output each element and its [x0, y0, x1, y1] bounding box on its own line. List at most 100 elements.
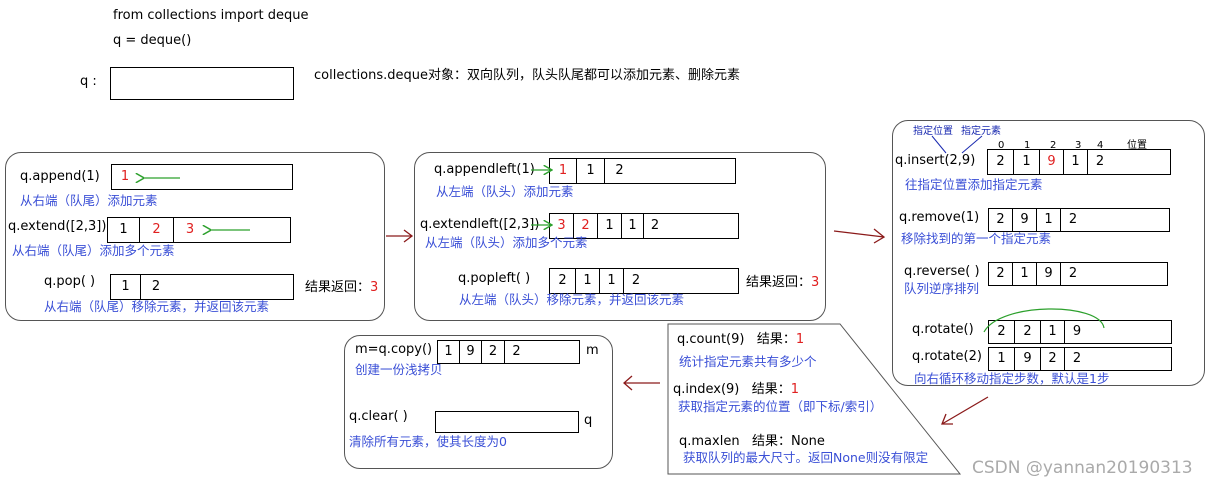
var-m: m: [586, 343, 599, 358]
code-remove: q.remove(1): [899, 210, 980, 225]
deque-clear-empty: [435, 411, 579, 433]
flow-arrow-icon: [833, 228, 886, 244]
deque-cell: 1: [120, 169, 130, 184]
deque-extendleft: 3 2 1 1 2: [549, 213, 739, 239]
desc-remove: 移除找到的第一个指定元素: [901, 231, 1052, 246]
deque-cell: 1: [600, 269, 624, 293]
deque-cell: 9: [1013, 209, 1037, 231]
maxlen-result-label: 结果：: [751, 434, 791, 449]
deque-cell: 2: [1095, 154, 1105, 169]
deque-extend: 1 2 3: [107, 217, 291, 243]
deque-append: 1: [111, 164, 293, 190]
q-label: q :: [80, 74, 97, 89]
pop-result-label: 结果返回：: [305, 280, 371, 295]
deque-cell: 1: [1013, 263, 1037, 285]
desc-pop: 从右端（队尾）移除元素，并返回该元素: [44, 299, 270, 314]
desc-append: 从右端（队尾）添加元素: [20, 193, 158, 208]
code-pop: q.pop( ): [44, 274, 96, 289]
deque-cell: 9: [460, 341, 482, 363]
deque-cell: 2: [615, 163, 624, 178]
index-3: 3: [1075, 140, 1082, 151]
popleft-result-label: 结果返回：: [746, 275, 812, 290]
code-maxlen: q.maxlen 结果：None: [679, 434, 825, 450]
deque-rotate-2: 1 9 2 2: [988, 347, 1172, 371]
popleft-result-value: 3: [811, 275, 820, 290]
position-label: 位置: [1127, 140, 1147, 151]
deque-cell: 2: [1015, 321, 1041, 343]
code-import: from collections import deque: [113, 8, 309, 23]
count-result-label: 结果：: [756, 332, 796, 347]
desc-copy: 创建一份浅拷贝: [355, 362, 443, 377]
deque-cell: 2: [140, 218, 174, 242]
var-q: q: [584, 413, 593, 428]
deque-cell: 2: [1072, 351, 1082, 366]
deque-cell: 9: [1072, 324, 1082, 339]
code-extendleft: q.extendleft([2,3]): [420, 217, 540, 232]
maxlen-code: q.maxlen: [679, 434, 740, 449]
index-0: 0: [998, 140, 1005, 151]
popleft-result: 结果返回：3: [746, 275, 819, 291]
deque-cell: 2: [1068, 212, 1078, 227]
deque-cell: 9: [1015, 348, 1041, 370]
code-create-deque: q = deque(): [113, 33, 192, 48]
deque-popleft: 2 1 1 2: [549, 268, 739, 294]
desc-reverse: 队列逆序排列: [904, 281, 980, 296]
empty-deque-box: [110, 67, 294, 100]
code-appendleft: q.appendleft(1): [434, 162, 535, 177]
deque-cell: 2: [989, 321, 1015, 343]
deque-cell: 1: [438, 341, 460, 363]
index-1: 1: [1024, 140, 1031, 151]
code-index: q.index(9) 结果：1: [673, 382, 799, 398]
index-result-value: 1: [790, 382, 800, 397]
desc-maxlen: 获取队列的最大尺寸。返回None则没有限定: [683, 450, 929, 465]
maxlen-result-value: None: [790, 434, 825, 449]
desc-insert: 往指定位置添加指定元素: [905, 177, 1043, 192]
deque-cell: 2: [989, 263, 1013, 285]
deque-appendleft: 1 1 2: [549, 158, 736, 184]
code-append: q.append(1): [20, 169, 100, 184]
deque-cell: 9: [1040, 150, 1064, 174]
flow-arrow-icon: [386, 229, 414, 243]
deque-cell: 1: [622, 214, 644, 238]
deque-cell: 1: [550, 159, 577, 183]
deque-remove: 2 9 1 2: [988, 208, 1170, 232]
desc-clear: 清除所有元素，使其长度为0: [349, 434, 507, 449]
code-count: q.count(9) 结果：1: [677, 332, 804, 348]
deque-cell: 1: [108, 218, 140, 242]
deque-cell: 2: [550, 269, 576, 293]
index-result-label: 结果：: [751, 382, 791, 397]
deque-cell: 2: [1041, 348, 1065, 370]
deque-cell: 2: [631, 273, 641, 288]
pop-result-value: 3: [370, 280, 379, 295]
deque-cell: 1: [1014, 150, 1040, 174]
deque-pop: 1 2: [110, 274, 294, 300]
desc-count: 统计指定元素共有多少个: [679, 354, 817, 369]
index-code: q.index(9): [673, 382, 740, 397]
deque-cell: 2: [650, 218, 660, 233]
code-popleft: q.popleft( ): [458, 271, 531, 286]
deque-cell: 3: [550, 214, 574, 238]
deque-cell: 1: [1037, 209, 1061, 231]
deque-cell: 2: [989, 209, 1013, 231]
deque-insert: 2 1 9 1 2: [987, 149, 1171, 175]
deque-cell: 2: [512, 344, 521, 359]
code-insert: q.insert(2,9): [895, 153, 976, 168]
deque-cell: 1: [111, 275, 141, 299]
deque-cell: 1: [598, 214, 622, 238]
deque-cell: 2: [151, 279, 161, 294]
deque-reverse: 2 1 9 2: [988, 262, 1168, 286]
code-extend: q.extend([2,3]): [8, 219, 107, 234]
deque-cell: 2: [574, 214, 598, 238]
deque-cell: 1: [1041, 321, 1065, 343]
desc-popleft: 从左端（队头）移除元素，并返回该元素: [459, 292, 685, 307]
desc-rotate: 向右循环移动指定步数，默认是1步: [914, 371, 1110, 386]
note-position: 指定位置: [913, 126, 953, 137]
deque-cell: 2: [1068, 266, 1078, 281]
code-copy: m=q.copy(): [355, 342, 433, 357]
desc-extendleft: 从左端（队头）添加多个元素: [425, 235, 588, 250]
index-4: 4: [1097, 140, 1104, 151]
count-result-value: 1: [795, 332, 805, 347]
flow-arrow-icon: [941, 396, 989, 425]
deque-copy: 1 9 2 2: [437, 340, 580, 364]
index-2: 2: [1050, 140, 1057, 151]
